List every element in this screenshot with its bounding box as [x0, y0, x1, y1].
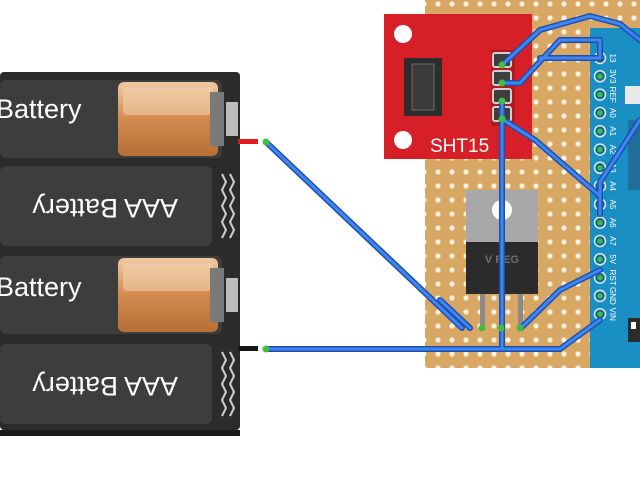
arduino-pin-label: RST — [608, 270, 617, 286]
arduino-pin-label: GND — [608, 287, 617, 305]
battery-2-label: AAA Battery — [32, 193, 178, 223]
arduino-pin-contact — [597, 165, 603, 171]
battery-1-label: Battery — [0, 94, 82, 124]
arduino-pin-label: 13 — [608, 54, 617, 63]
arduino-pin-label: REF — [608, 87, 617, 103]
arduino-pin-contact — [597, 73, 603, 79]
sht15-label: SHT15 — [430, 136, 489, 157]
battery-1: Battery — [0, 80, 238, 158]
battery-4-label: AAA Battery — [32, 371, 178, 401]
arduino-pin-label: 5V — [608, 254, 617, 264]
arduino-pin-label: A5 — [608, 200, 617, 210]
arduino-pin-contact — [597, 256, 603, 262]
arduino-pin-contact — [597, 293, 603, 299]
arduino-pin-contact — [597, 311, 603, 317]
arduino-pin-contact — [597, 220, 603, 226]
arduino-pin-label: A2 — [608, 145, 617, 155]
arduino-pin-contact — [597, 110, 603, 116]
arduino-pin-label: A7 — [608, 236, 617, 246]
arduino-pin-contact — [597, 146, 603, 153]
arduino-pin-label: A0 — [608, 108, 617, 118]
battery-2: AAA Battery — [0, 166, 236, 246]
arduino-pin-contact — [597, 92, 603, 98]
arduino-pin-label: 3V3 — [608, 69, 617, 84]
wires-highlight — [264, 14, 640, 351]
negative-lead — [238, 346, 258, 351]
arduino-pin-label: A1 — [608, 126, 617, 136]
battery-3-label: Battery — [0, 272, 82, 302]
battery-holder: Battery AAA Battery Battery AAA Battery — [0, 72, 258, 436]
wire-endpoints — [262, 61, 524, 353]
battery-4: AAA Battery — [0, 344, 236, 424]
positive-lead — [238, 139, 258, 144]
arduino-pin-contact — [597, 238, 603, 244]
sht15-sensor-board: SHT15 — [384, 14, 532, 159]
arduino-pin-contact — [597, 128, 603, 134]
arduino-pin-label: VIN — [608, 308, 617, 322]
arduino-pin-label: A4 — [608, 181, 617, 191]
battery-3: Battery — [0, 256, 238, 334]
arduino-pin-label: A6 — [608, 218, 617, 228]
arduino-pin-contact — [597, 275, 603, 281]
